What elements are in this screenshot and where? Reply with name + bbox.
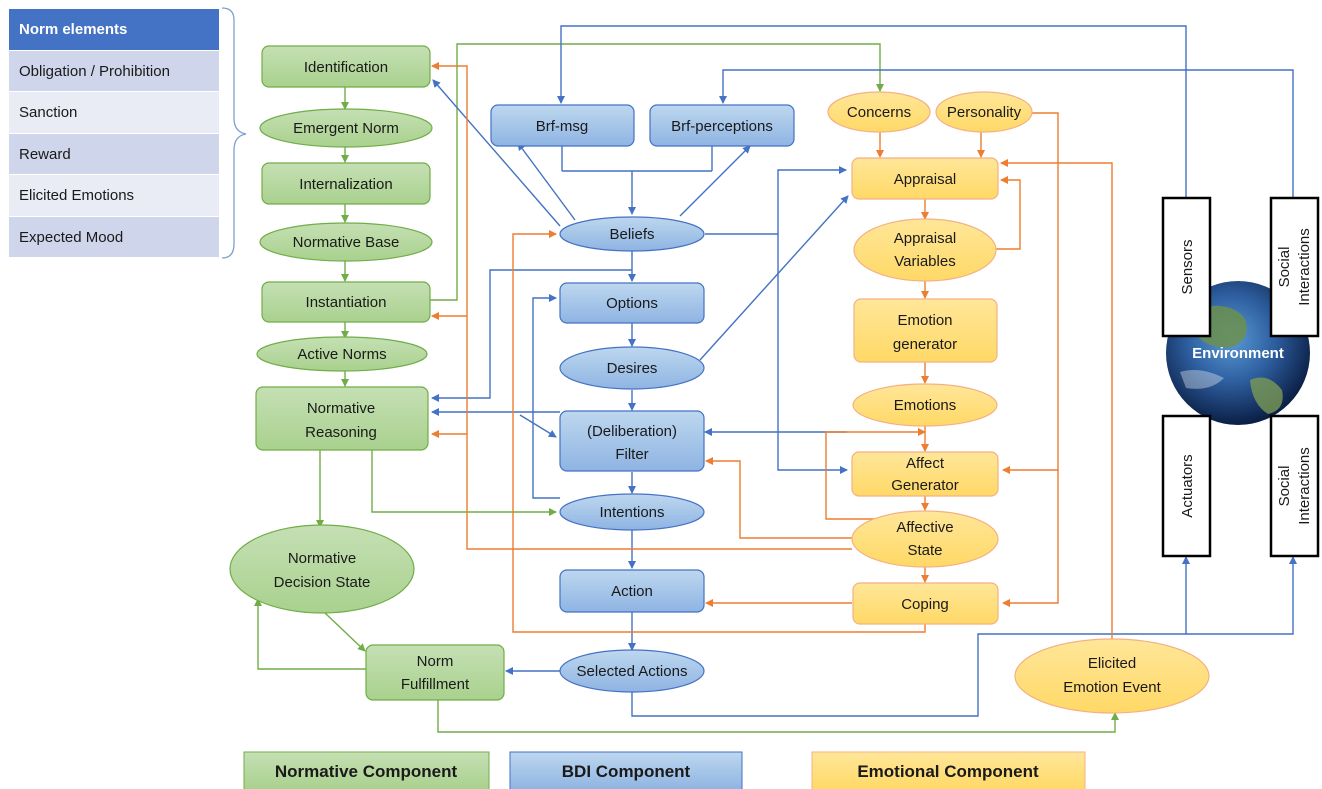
personality-node: Personality (935, 91, 1033, 133)
selected-actions-label: Selected Actions (577, 663, 688, 680)
legend-normative-label: Normative Component (275, 762, 458, 781)
norm-fulfillment-node: Norm Fulfillment (365, 644, 505, 701)
brf-perceptions-label: Brf-perceptions (671, 118, 773, 135)
normative-reasoning-label-1: Normative (307, 400, 375, 417)
legend-emotional-label: Emotional Component (857, 762, 1039, 781)
affect-generator-label-2: Generator (891, 477, 959, 494)
coping-label: Coping (901, 596, 949, 613)
intentions-node: Intentions (559, 493, 705, 531)
options-node: Options (559, 282, 705, 324)
concerns-label: Concerns (847, 104, 911, 121)
identification-node: Identification (261, 45, 431, 88)
brf-msg-node: Brf-msg (490, 104, 635, 147)
social-interactions-bottom-box: Social Interactions (1269, 414, 1320, 558)
options-label: Options (606, 295, 658, 312)
legend-bdi-label: BDI Component (562, 762, 691, 781)
legend-emotional: Emotional Component (811, 751, 1086, 789)
legend-normative: Normative Component (243, 751, 490, 789)
brf-msg-label: Brf-msg (536, 118, 589, 135)
normative-decision-state-label-1: Normative (288, 550, 356, 567)
personality-label: Personality (947, 104, 1022, 121)
normative-base-label: Normative Base (293, 234, 400, 251)
active-norms-label: Active Norms (297, 346, 386, 363)
beliefs-node: Beliefs (559, 216, 705, 252)
social-interactions-top-box: Social Interactions (1269, 196, 1320, 338)
affective-state-label-1: Affective (896, 519, 953, 536)
social-interactions-bottom-label-1: Social (1276, 466, 1293, 507)
emotion-generator-node: Emotion generator (853, 298, 998, 363)
appraisal-variables-label-2: Variables (894, 253, 955, 270)
filter-label-2: Filter (615, 446, 648, 463)
concerns-node: Concerns (827, 91, 931, 133)
affective-state-label-2: State (907, 542, 942, 559)
action-label: Action (611, 583, 653, 600)
norm-element-row: Expected Mood (9, 216, 219, 258)
social-interactions-top-label-2: Interactions (1296, 228, 1313, 306)
intentions-label: Intentions (599, 504, 664, 521)
sensors-label: Sensors (1179, 239, 1196, 294)
action-node: Action (559, 569, 705, 613)
appraisal-node: Appraisal (851, 157, 999, 200)
norm-element-row: Obligation / Prohibition (9, 50, 219, 92)
norm-element-row: Elicited Emotions (9, 175, 219, 217)
appraisal-variables-node: Appraisal Variables (853, 218, 997, 282)
normative-reasoning-node: Normative Reasoning (255, 386, 429, 451)
internalization-label: Internalization (299, 176, 392, 193)
coping-node: Coping (852, 582, 999, 625)
appraisal-label: Appraisal (894, 171, 957, 188)
norm-fulfillment-label-1: Norm (417, 653, 454, 670)
legend-bdi: BDI Component (509, 751, 743, 789)
instantiation-label: Instantiation (306, 294, 387, 311)
normative-base-node: Normative Base (259, 222, 433, 262)
identification-label: Identification (304, 59, 388, 76)
sensors-box: Sensors (1161, 196, 1212, 338)
norm-elements-header: Norm elements (9, 9, 219, 51)
affect-generator-node: Affect Generator (851, 451, 999, 497)
elicited-emotion-event-label-2: Emotion Event (1063, 679, 1161, 696)
desires-node: Desires (559, 346, 705, 390)
instantiation-node: Instantiation (261, 281, 431, 323)
norm-elements-table: Norm elements Obligation / Prohibition S… (9, 9, 219, 258)
internalization-node: Internalization (261, 162, 431, 205)
appraisal-variables-label-1: Appraisal (894, 230, 957, 247)
norm-element-row: Reward (9, 133, 219, 175)
actuators-box: Actuators (1161, 414, 1212, 558)
social-interactions-bottom-label-2: Interactions (1296, 447, 1313, 525)
brf-perceptions-node: Brf-perceptions (649, 104, 795, 147)
active-norms-node: Active Norms (256, 336, 428, 372)
filter-node: (Deliberation) Filter (559, 410, 705, 472)
normative-decision-state-node: Normative Decision State (229, 524, 415, 614)
social-interactions-top-label-1: Social (1276, 247, 1293, 288)
norm-element-row: Sanction (9, 92, 219, 134)
affect-generator-label-1: Affect (906, 455, 945, 472)
normative-decision-state-label-2: Decision State (274, 574, 371, 591)
norm-fulfillment-label-2: Fulfillment (401, 676, 470, 693)
elicited-emotion-event-label-1: Elicited (1088, 655, 1136, 672)
beliefs-label: Beliefs (609, 226, 654, 243)
selected-actions-node: Selected Actions (559, 649, 705, 693)
emergent-norm-node: Emergent Norm (259, 108, 433, 148)
elicited-emotion-event-node: Elicited Emotion Event (1014, 638, 1210, 714)
brace (221, 7, 247, 259)
emotion-generator-label-2: generator (893, 336, 957, 353)
emotions-node: Emotions (852, 383, 998, 427)
environment-label: Environment (1192, 345, 1284, 362)
filter-label-1: (Deliberation) (587, 423, 677, 440)
desires-label: Desires (607, 360, 658, 377)
normative-reasoning-label-2: Reasoning (305, 424, 377, 441)
affective-state-node: Affective State (851, 510, 999, 568)
emotion-generator-label-1: Emotion (897, 312, 952, 329)
emotions-label: Emotions (894, 397, 957, 414)
emergent-norm-label: Emergent Norm (293, 120, 399, 137)
actuators-label: Actuators (1179, 454, 1196, 517)
